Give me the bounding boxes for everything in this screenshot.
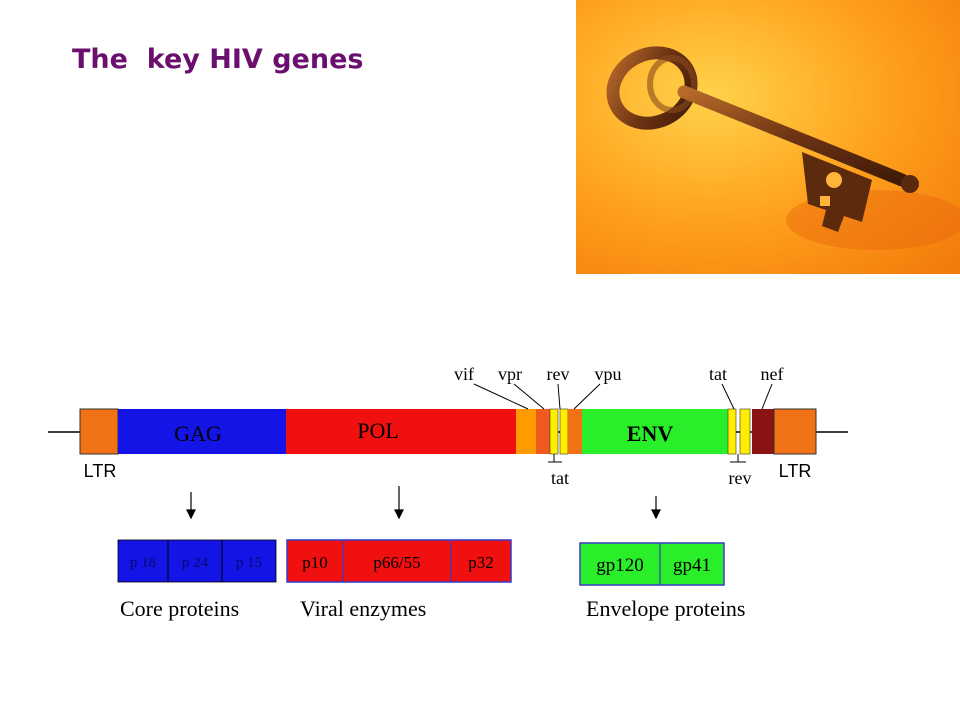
tat-top-label: tat <box>709 364 727 384</box>
vpu-label: vpu <box>595 364 622 384</box>
gag-segment <box>118 409 286 454</box>
core-proteins-box: p 18 p 24 p 15 <box>117 539 277 583</box>
tat-exon2-segment <box>727 408 737 455</box>
env-label: ENV <box>627 421 674 446</box>
vpu-segment <box>568 409 582 454</box>
vif-segment <box>516 409 536 454</box>
envelope-cell-gp120: gp120 <box>596 555 644 576</box>
tat-bottom-label: tat <box>551 468 569 488</box>
ltr-left-label: LTR <box>84 461 117 481</box>
core-cell-p24: p 24 <box>182 555 209 571</box>
core-cell-p15: p 15 <box>236 555 262 571</box>
top-leader-lines <box>473 383 773 410</box>
key-photo <box>576 0 960 274</box>
core-cell-p18: p 18 <box>130 555 156 571</box>
key-icon <box>576 0 960 274</box>
rev-exon2-segment <box>739 408 751 455</box>
page-title: The key HIV genes <box>72 44 364 75</box>
env-segment <box>582 409 728 454</box>
vpr-segment <box>536 409 550 454</box>
enzyme-cell-p10: p10 <box>302 553 328 572</box>
pol-segment <box>286 409 516 454</box>
rev-top-label: rev <box>547 364 570 384</box>
envelope-proteins-box: gp120 gp41 <box>579 542 725 586</box>
enzyme-cell-p66-55: p66/55 <box>373 553 420 572</box>
ltr-left-segment <box>79 408 119 455</box>
rev-exon1-segment <box>559 408 569 455</box>
rev-bottom-label: rev <box>729 468 752 488</box>
viral-enzymes-caption: Viral enzymes <box>300 596 426 621</box>
ltr-right-segment <box>773 408 817 455</box>
ltr-right-label: LTR <box>779 461 812 481</box>
enzyme-cell-p32: p32 <box>468 553 494 572</box>
viral-enzymes-box: p10 p66/55 p32 <box>286 539 512 583</box>
core-proteins-caption: Core proteins <box>120 596 239 621</box>
down-arrows <box>186 486 661 520</box>
tat-exon1-segment <box>549 408 559 455</box>
envelope-cell-gp41: gp41 <box>673 555 711 576</box>
bottom-brackets <box>548 454 746 463</box>
pol-label: POL <box>357 418 399 443</box>
envelope-proteins-caption: Envelope proteins <box>586 596 745 621</box>
nef-segment <box>752 409 774 454</box>
vif-label: vif <box>454 364 474 384</box>
gag-label: GAG <box>174 421 222 446</box>
vpr-label: vpr <box>498 364 522 384</box>
nef-label: nef <box>761 364 784 384</box>
